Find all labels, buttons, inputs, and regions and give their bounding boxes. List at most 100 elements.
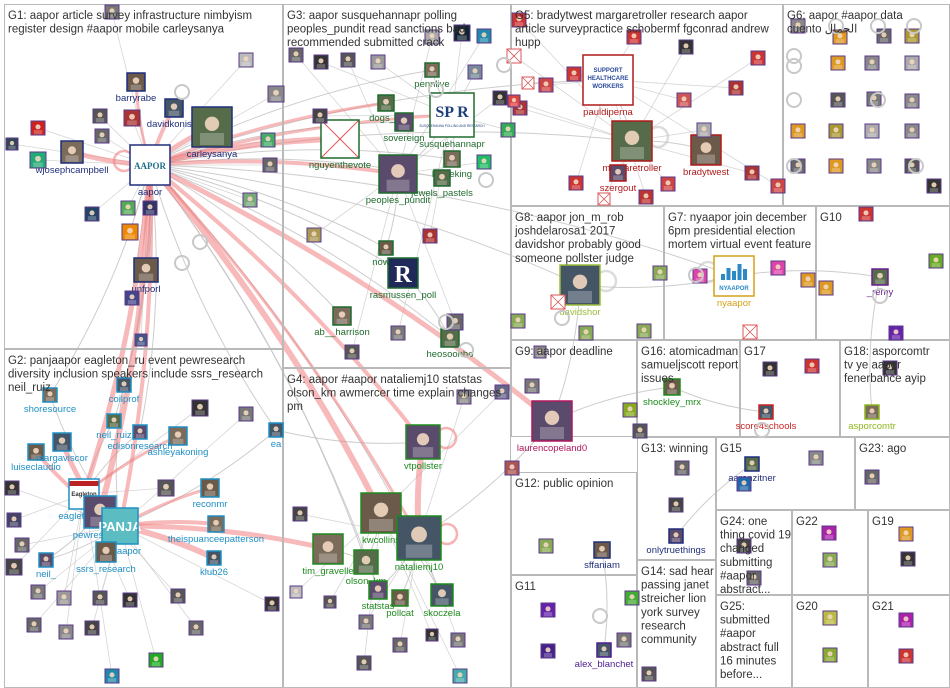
node-avatar[interactable] — [624, 590, 640, 606]
node-margaretroller[interactable]: margaretroller — [602, 120, 662, 174]
node-avatar[interactable] — [566, 66, 582, 82]
node-peoples-pundit[interactable]: peoples_pundit — [366, 154, 431, 206]
node-davidkonisky[interactable]: davidkonisky — [147, 98, 202, 130]
node-pennlive[interactable]: pennlive — [414, 62, 450, 90]
node-avatar[interactable] — [904, 93, 920, 109]
node-avatar[interactable] — [288, 47, 304, 63]
node-avatar[interactable] — [744, 165, 760, 181]
node-avatar[interactable] — [26, 617, 42, 633]
node-nataliemj10[interactable]: nataliemj10 — [395, 515, 444, 573]
node-avatar[interactable] — [652, 265, 668, 281]
node-avatar[interactable] — [292, 506, 308, 522]
node-theispuanceepatterson[interactable]: theispuanceepatterson — [168, 515, 264, 545]
node-avatar[interactable] — [134, 333, 148, 347]
node-avatar[interactable] — [104, 4, 120, 20]
node-avatar[interactable] — [742, 324, 758, 340]
node-avatar[interactable] — [500, 122, 516, 138]
node-asporcomtr[interactable]: asporcomtr — [848, 404, 896, 432]
node-avatar[interactable] — [898, 526, 914, 542]
group-header-g1[interactable]: G1: aapor article survey infrastructure … — [8, 10, 252, 36]
node-avatar[interactable] — [524, 378, 540, 394]
node-alex-blanchet[interactable]: alex_blanchet — [575, 642, 634, 670]
node-shockley-mrx[interactable]: shockley_mrx — [643, 378, 701, 408]
node-avatar[interactable] — [830, 55, 846, 71]
node-avatar[interactable] — [370, 54, 386, 70]
node-avatar[interactable] — [242, 192, 258, 208]
node-avatar[interactable] — [866, 158, 882, 174]
node-avatar[interactable] — [828, 123, 844, 139]
node-avatar[interactable] — [5, 558, 23, 576]
node-avatar[interactable] — [14, 537, 30, 553]
node-avatar[interactable] — [120, 200, 136, 216]
node-avatar[interactable] — [540, 643, 556, 659]
node-avatar[interactable] — [422, 228, 438, 244]
node-avatar[interactable] — [344, 344, 360, 360]
node-avatar[interactable] — [533, 345, 547, 359]
node-avatar[interactable] — [616, 632, 632, 648]
node-jewels-pastels[interactable]: jewels_pastels — [410, 169, 473, 199]
node-avatar[interactable] — [170, 588, 186, 604]
node-avatar[interactable] — [312, 108, 328, 124]
node-avatar[interactable] — [904, 123, 920, 139]
node-avatar[interactable] — [264, 596, 280, 612]
node-avatar[interactable] — [770, 260, 786, 276]
node-avatar[interactable] — [808, 450, 824, 466]
node-avatar[interactable] — [668, 497, 684, 513]
node-avatar[interactable] — [340, 52, 356, 68]
node-sovereign[interactable]: sovereign — [383, 112, 425, 144]
node-avatar[interactable] — [476, 154, 492, 170]
node-avatar[interactable] — [5, 137, 19, 151]
node-luiseclaudio[interactable]: luiseclaudio — [11, 443, 61, 473]
node-avatar[interactable] — [30, 120, 46, 136]
node-avatar[interactable] — [504, 460, 520, 476]
group-header-g13[interactable]: G13: winning — [641, 443, 708, 455]
node-avatar[interactable] — [821, 525, 837, 541]
node-szergout[interactable]: szergout — [600, 164, 637, 194]
node-avatar[interactable] — [864, 55, 880, 71]
node-barryrabe[interactable]: barryrabe — [116, 72, 157, 104]
node-aaronzitner[interactable]: aaronzitner — [728, 456, 776, 484]
node-avatar[interactable] — [58, 624, 74, 640]
node-edisonresearch[interactable]: edisonresearch — [108, 424, 173, 452]
node-avatar[interactable] — [830, 92, 846, 108]
node-avatar[interactable] — [804, 358, 820, 374]
node-reconmr[interactable]: reconmr — [193, 478, 228, 510]
node-avatar[interactable] — [507, 94, 521, 108]
node-avatar[interactable] — [121, 223, 139, 241]
node-avatar[interactable] — [494, 384, 510, 400]
node-avatar[interactable] — [157, 479, 175, 497]
node-avatar[interactable] — [864, 469, 880, 485]
node-avatar[interactable] — [904, 158, 920, 174]
node-avatar[interactable] — [678, 39, 694, 55]
node-avatar[interactable] — [674, 460, 690, 476]
node-margaviscor[interactable]: margaviscor — [36, 432, 88, 464]
node-avatar[interactable] — [29, 151, 47, 169]
node-ashleyakoning[interactable]: ashleyakoning — [148, 426, 209, 458]
node-avatar[interactable] — [392, 637, 408, 653]
group-header-g21[interactable]: G21 — [872, 601, 894, 613]
group-header-g11[interactable]: G11 — [515, 581, 536, 593]
node-coilprof[interactable]: coilprof — [109, 377, 140, 405]
node-ssrs-research[interactable]: ssrs_research — [76, 541, 136, 575]
node-avatar[interactable] — [538, 538, 554, 554]
node-avatar[interactable] — [728, 80, 744, 96]
node-bradytwest[interactable]: bradytwest — [683, 134, 729, 178]
group-header-g17[interactable]: G17 — [744, 346, 766, 358]
node-avatar[interactable] — [453, 24, 471, 42]
node-avatar[interactable] — [882, 360, 898, 376]
node-avatar[interactable] — [770, 178, 786, 194]
node-avatar[interactable] — [390, 325, 406, 341]
node-avatar[interactable] — [306, 227, 322, 243]
node-avatar[interactable] — [6, 512, 22, 528]
node-avatar[interactable] — [450, 632, 466, 648]
